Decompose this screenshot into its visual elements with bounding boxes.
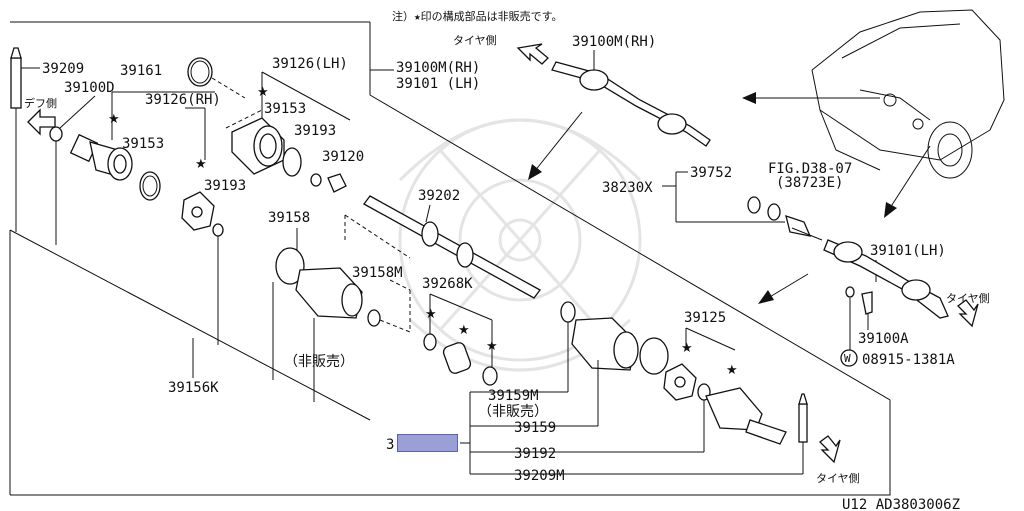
label-39126LH: 39126(LH) bbox=[272, 56, 348, 72]
part-39159-band bbox=[639, 337, 669, 375]
part-39209-rod bbox=[10, 47, 22, 109]
part-39193-ring bbox=[310, 173, 322, 187]
label-39153-left: 39153 bbox=[122, 136, 164, 152]
part-39120-bolt bbox=[327, 173, 347, 193]
star-mark: ★ bbox=[195, 157, 207, 172]
note-text: 注）★印の構成部品は非販売です。 bbox=[392, 9, 563, 23]
highlighted-part-number-box[interactable] bbox=[397, 434, 458, 452]
part-39752-washer bbox=[747, 196, 761, 214]
star-mark: ★ bbox=[681, 341, 693, 356]
label-39101LH-right: 39101(LH) bbox=[870, 243, 946, 259]
part-tripod-right bbox=[663, 363, 697, 401]
label-39100M-top: 39100M(RH) bbox=[572, 34, 656, 50]
label-39752: 39752 bbox=[690, 165, 732, 181]
tire-side-label-right: タイヤ側 bbox=[946, 292, 990, 305]
label-39153-mid: 39153 bbox=[264, 101, 306, 117]
label-39202: 39202 bbox=[418, 188, 460, 204]
highlight-prefix: 3 bbox=[386, 437, 394, 453]
label-38230X: 38230X bbox=[602, 180, 653, 196]
label-39120: 39120 bbox=[322, 149, 364, 165]
part-39158M-band bbox=[367, 309, 381, 327]
part-damper-ring-b bbox=[482, 366, 498, 386]
diff-side-label: デフ側 bbox=[24, 96, 57, 110]
part-39158-band bbox=[275, 247, 305, 285]
label-39100D: 39100D bbox=[64, 80, 115, 96]
label-39101LH: 39101 (LH) bbox=[396, 76, 480, 92]
part-39100D-ring bbox=[49, 126, 63, 142]
arrow-car-to-right bbox=[884, 145, 931, 218]
w-marker-icon bbox=[840, 349, 858, 367]
label-39125: 39125 bbox=[684, 310, 726, 326]
frame-lines bbox=[9, 21, 891, 496]
part-outer-joint-right bbox=[705, 387, 787, 445]
label-39193-mid: 39193 bbox=[294, 123, 336, 139]
part-damper-ring-a bbox=[423, 333, 437, 351]
label-39100MRH: 39100M(RH) bbox=[396, 60, 480, 76]
star-mark: ★ bbox=[726, 363, 738, 378]
part-outer-joint bbox=[69, 133, 133, 181]
fig-ref: FIG.D38-07 bbox=[768, 161, 852, 177]
part-39100A-bolt bbox=[861, 291, 873, 315]
tire-side-label-top: タイヤ側 bbox=[453, 34, 497, 47]
label-39161: 39161 bbox=[120, 63, 162, 79]
label-39100A: 39100A bbox=[858, 331, 909, 347]
not-sold-label-right: （非販売） bbox=[478, 404, 548, 420]
label-39209M: 39209M bbox=[514, 468, 565, 484]
tire-side-label-bottom: タイヤ側 bbox=[816, 472, 860, 485]
w-marker-label: W bbox=[844, 352, 851, 365]
watermark-emblem bbox=[398, 118, 642, 372]
label-39126RH: 39126(RH) bbox=[145, 92, 221, 108]
part-driveshaft-top bbox=[551, 61, 711, 147]
label-39159M: 39159M bbox=[488, 388, 539, 404]
part-driveshaft-right bbox=[823, 239, 949, 319]
label-39159: 39159 bbox=[514, 420, 556, 436]
star-mark: ★ bbox=[108, 112, 120, 127]
label-39209: 39209 bbox=[42, 61, 84, 77]
label-39192: 39192 bbox=[514, 446, 556, 462]
label-08915: 08915-1381A bbox=[862, 352, 955, 368]
label-39156K: 39156K bbox=[168, 380, 219, 396]
arrow-car-to-top bbox=[742, 92, 880, 104]
arrow-top-to-main bbox=[528, 111, 583, 180]
part-38723E-ring bbox=[767, 203, 781, 221]
part-damper bbox=[442, 342, 472, 374]
star-mark: ★ bbox=[257, 85, 269, 100]
tire-side-arrow-icon-right bbox=[957, 299, 979, 328]
car-illustration bbox=[811, 9, 1005, 179]
star-mark: ★ bbox=[425, 307, 437, 322]
part-39159M-band bbox=[560, 301, 576, 323]
label-39158M: 39158M bbox=[352, 265, 403, 281]
footer-code: U12 AD3803006Z bbox=[842, 497, 960, 511]
part-inner-housing bbox=[231, 117, 285, 175]
part-tripod-left bbox=[181, 191, 224, 237]
label-39158: 39158 bbox=[268, 210, 310, 226]
label-39268K: 39268K bbox=[422, 276, 473, 292]
fig-ref-part: (38723E) bbox=[776, 175, 843, 191]
arrow-mid-to-right bbox=[758, 273, 809, 304]
part-38230X-stub bbox=[785, 215, 823, 241]
tire-side-arrow-icon-bottom bbox=[819, 435, 841, 464]
diff-side-arrow-icon bbox=[27, 108, 56, 136]
part-39100A-ring bbox=[845, 286, 855, 298]
not-sold-label-left: （非販売） bbox=[284, 354, 354, 370]
part-boot-right bbox=[571, 317, 639, 371]
part-39209M-rod bbox=[798, 393, 808, 443]
tire-side-arrow-icon-top bbox=[516, 43, 549, 65]
part-39153-ring-mid bbox=[282, 147, 302, 177]
part-39202-shaft bbox=[363, 195, 541, 299]
label-39193-left: 39193 bbox=[204, 178, 246, 194]
star-mark: ★ bbox=[486, 339, 498, 354]
star-mark: ★ bbox=[458, 323, 470, 338]
part-boot-left bbox=[295, 267, 363, 319]
